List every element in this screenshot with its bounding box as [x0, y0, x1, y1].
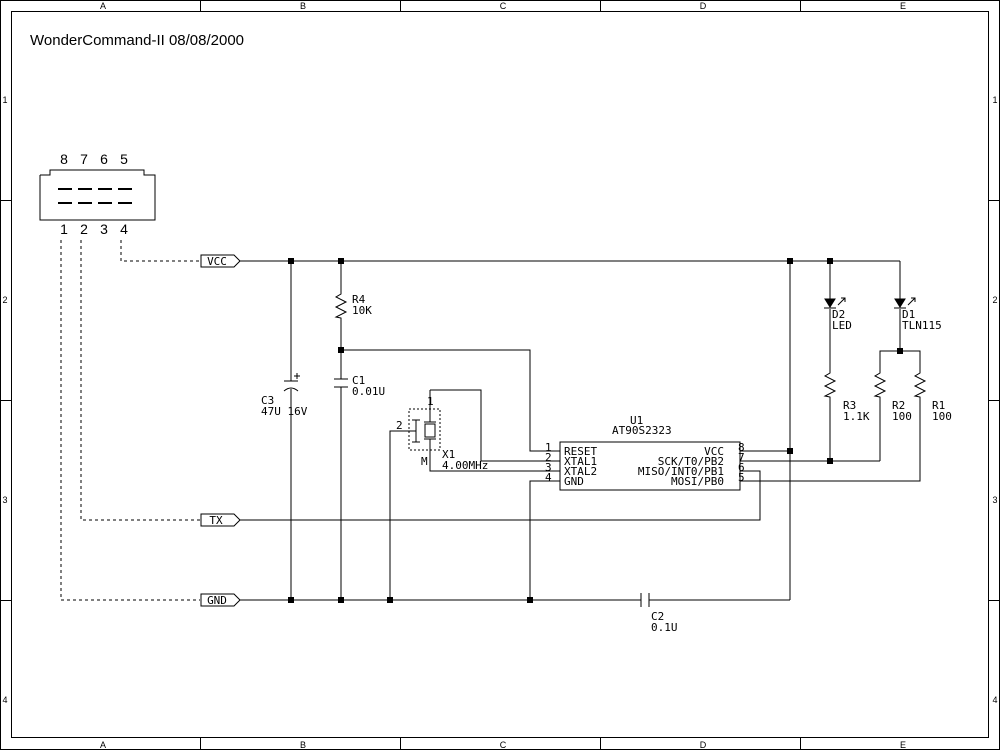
zone-row-label: 3 — [992, 495, 997, 505]
zone-row-label: 4 — [2, 695, 7, 705]
pin-label: 1 — [427, 395, 434, 408]
part-value: 100 — [892, 410, 912, 423]
part-ref: R2 — [892, 399, 905, 412]
pin-name: XTAL1 — [564, 455, 597, 468]
part-ref: D2 — [832, 308, 845, 321]
net-label: GND — [207, 594, 227, 607]
pin-name: SCK/T0/PB2 — [658, 455, 724, 468]
part-value: 10K — [352, 304, 372, 317]
wires — [240, 260, 921, 601]
pin-number: 6 — [738, 461, 745, 474]
net-label: TX — [209, 514, 223, 527]
pin-label: M — [421, 455, 428, 468]
part-value: 0.1U — [651, 621, 678, 634]
zone-col-label: D — [700, 1, 707, 11]
net-flag-vcc: VCC — [200, 254, 241, 268]
pin-number: 7 — [738, 451, 745, 464]
zone-col-label: A — [100, 740, 106, 750]
zone-col-label: E — [900, 740, 906, 750]
part-value: 100 — [932, 410, 952, 423]
part-ref: D1 — [902, 308, 915, 321]
part-ref: C2 — [651, 610, 664, 623]
zone-col-label: D — [700, 740, 707, 750]
part-value: 0.01U — [352, 385, 385, 398]
pin-name: MOSI/PB0 — [671, 475, 724, 488]
net-label: VCC — [207, 255, 227, 268]
pin-number: 1 — [545, 441, 552, 454]
part-value: LED — [832, 319, 852, 332]
part-ref: X1 — [442, 448, 455, 461]
connector-pin-label: 2 — [80, 221, 88, 237]
part-ref: C1 — [352, 374, 365, 387]
junctions — [288, 258, 903, 603]
connector-pin-label: 8 — [60, 151, 68, 167]
connector-8pin: 8 7 6 5 1 2 3 4 — [39, 151, 156, 237]
connector-pin-label: 5 — [120, 151, 128, 167]
pin-name: GND — [564, 475, 584, 488]
zone-col-label: C — [500, 740, 507, 750]
connector-pin-label: 6 — [100, 151, 108, 167]
pin-name: VCC — [704, 445, 724, 458]
schematic-title: WonderCommand-II 08/08/2000 — [30, 32, 244, 49]
connector-pin-label: 7 — [80, 151, 88, 167]
resistor-r2: R2 100 — [873, 370, 912, 423]
part-value: 47U 16V — [261, 405, 308, 418]
capacitor-c1: C1 0.01U — [334, 374, 385, 398]
pin-label: 2 — [396, 419, 403, 432]
zone-row-label: 4 — [992, 695, 997, 705]
led-d2: D2 LED — [824, 297, 852, 332]
pin-number: 2 — [545, 451, 552, 464]
pin-number: 5 — [738, 471, 745, 484]
resistor-r3: R3 1.1K — [823, 370, 870, 423]
connector-pin-label: 1 — [60, 221, 68, 237]
part-ref: R3 — [843, 399, 856, 412]
pin-number: 8 — [738, 441, 745, 454]
part-ref: R1 — [932, 399, 945, 412]
pin-number: 4 — [545, 471, 552, 484]
zone-row-label: 2 — [2, 295, 7, 305]
zone-row-label: 2 — [992, 295, 997, 305]
ic-u1: U1 AT90S2323 1 2 3 4 8 7 6 5 RESET XTAL1… — [545, 414, 745, 491]
net-flag-gnd: GND — [200, 593, 241, 607]
resistor-r1: R1 100 — [913, 370, 952, 423]
part-value: TLN115 — [902, 319, 942, 332]
zone-col-label: E — [900, 1, 906, 11]
part-ref: R4 — [352, 293, 366, 306]
pin-name: XTAL2 — [564, 465, 597, 478]
resonator-x1: 1 2 M X1 4.00MHz — [396, 390, 488, 472]
part-ref: U1 — [630, 414, 643, 427]
capacitor-c2: C2 0.1U — [640, 593, 678, 634]
resistor-r4: R4 10K — [334, 291, 372, 321]
zone-col-label: A — [100, 1, 106, 11]
connector-pin-label: 4 — [120, 221, 128, 237]
zone-row-label: 1 — [992, 95, 997, 105]
zone-col-label: B — [300, 1, 306, 11]
zone-row-label: 1 — [2, 95, 7, 105]
part-value: 1.1K — [843, 410, 870, 423]
part-value: 4.00MHz — [442, 459, 488, 472]
zone-col-label: C — [500, 1, 507, 11]
part-value: AT90S2323 — [612, 424, 672, 437]
connector-pin-label: 3 — [100, 221, 108, 237]
cable-wires — [60, 240, 200, 601]
capacitor-c3: C3 47U 16V — [261, 373, 308, 418]
zone-row-label: 3 — [2, 495, 7, 505]
pin-number: 3 — [545, 461, 552, 474]
pin-name: MISO/INT0/PB1 — [638, 465, 724, 478]
zone-col-label: B — [300, 740, 306, 750]
led-d1: D1 TLN115 — [894, 297, 942, 332]
pin-name: RESET — [564, 445, 597, 458]
net-flag-tx: TX — [200, 513, 241, 527]
part-ref: C3 — [261, 394, 274, 407]
